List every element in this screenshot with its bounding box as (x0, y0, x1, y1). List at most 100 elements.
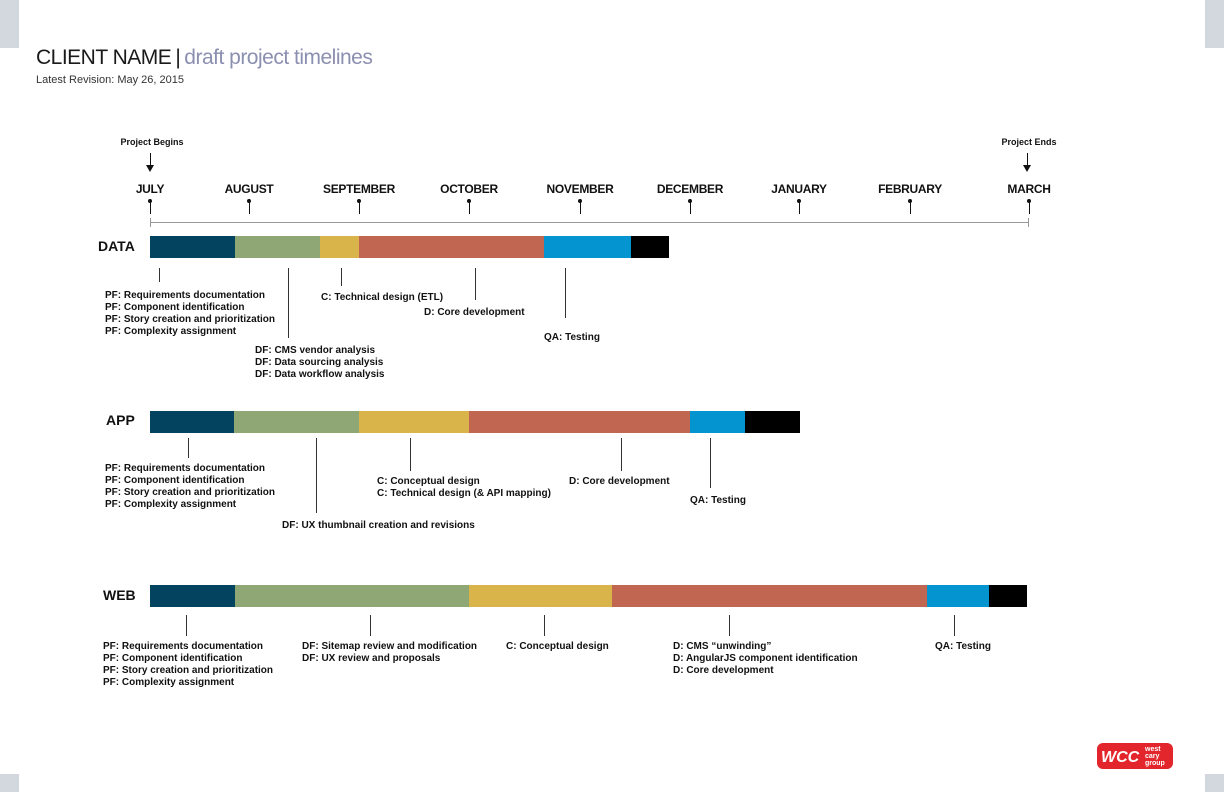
web-bar-end (989, 585, 1027, 607)
month-tick-dot (467, 199, 471, 203)
project-begins-arrow-line (150, 153, 151, 165)
app-note-leader (188, 438, 189, 458)
month-tick (910, 199, 911, 214)
month-tick (580, 199, 581, 214)
app-bar-c (359, 411, 469, 433)
app-note-leader (316, 438, 317, 513)
app-note-leader (410, 438, 411, 471)
note-line: DF: UX thumbnail creation and revisions (282, 520, 475, 531)
client-name: CLIENT NAME (36, 46, 172, 69)
logo-mark: WCC (1101, 749, 1140, 766)
app-note-leader (621, 438, 622, 471)
row-label-app: APP (106, 412, 135, 428)
month-label-september: SEPTEMBER (323, 182, 395, 196)
web-note-leader (544, 615, 545, 636)
note-line: PF: Story creation and prioritization (105, 487, 276, 498)
note-line: PF: Story creation and prioritization (105, 314, 276, 325)
app-note-df: DF: UX thumbnail creation and revisions (282, 520, 475, 532)
web-note-d: D: CMS “unwinding”D: AngularJS component… (673, 641, 858, 677)
note-line: PF: Component identification (105, 302, 245, 313)
corner-mark-top-right (1205, 0, 1224, 48)
data-note-qa: QA: Testing (544, 332, 600, 344)
data-bar-df (235, 236, 320, 258)
note-line: PF: Requirements documentation (105, 290, 266, 301)
note-line: D: Core development (569, 476, 670, 487)
note-line: DF: Data sourcing analysis (255, 357, 384, 368)
web-bar-df (235, 585, 469, 607)
row-label-web: WEB (103, 587, 136, 603)
web-bar-d (612, 585, 927, 607)
month-tick (249, 199, 250, 214)
month-tick (469, 199, 470, 214)
month-label-january: JANUARY (771, 182, 827, 196)
data-note-leader (565, 268, 566, 318)
month-label-december: DECEMBER (656, 182, 724, 196)
web-bar-qa (927, 585, 989, 607)
note-line: D: Core development (673, 665, 774, 676)
timeline-axis-end-cap (1028, 218, 1029, 227)
project-ends-arrow-icon (1023, 165, 1031, 172)
note-line: PF: Complexity assignment (103, 677, 235, 688)
app-bar-pf (150, 411, 234, 433)
note-line: QA: Testing (544, 332, 600, 343)
web-bar-pf (150, 585, 235, 607)
title-subtitle: draft project timelines (184, 46, 373, 69)
note-line: QA: Testing (690, 495, 746, 506)
month-tick-dot (578, 199, 582, 203)
data-note-c: C: Technical design (ETL) (321, 292, 443, 304)
note-line: PF: Complexity assignment (105, 326, 237, 337)
web-note-leader (186, 615, 187, 636)
month-label-november: NOVEMBER (546, 182, 614, 196)
project-ends-label: Project Ends (1001, 137, 1057, 147)
note-line: PF: Component identification (105, 475, 245, 486)
note-line: PF: Requirements documentation (103, 641, 264, 652)
title-separator: | (175, 46, 181, 69)
month-tick-dot (797, 199, 801, 203)
app-bar-d (469, 411, 690, 433)
month-label-july: JULY (135, 182, 165, 196)
note-line: C: Technical design (& API mapping) (377, 488, 551, 499)
note-line: PF: Component identification (103, 653, 243, 664)
note-line: D: Core development (424, 307, 525, 318)
month-tick (799, 199, 800, 214)
data-note-d: D: Core development (424, 307, 525, 319)
row-label-data: DATA (98, 238, 135, 254)
app-note-leader (710, 438, 711, 488)
app-bar-df (234, 411, 359, 433)
note-line: QA: Testing (935, 641, 991, 652)
note-line: DF: Data workflow analysis (255, 369, 385, 380)
web-bar-c (469, 585, 612, 607)
month-tick (150, 199, 151, 214)
note-line: D: AngularJS component identification (673, 653, 858, 664)
month-tick-dot (688, 199, 692, 203)
web-note-c: C: Conceptual design (506, 641, 609, 653)
web-note-leader (729, 615, 730, 636)
west-cary-group-logo: WCC west cary group (1097, 743, 1173, 769)
web-note-qa: QA: Testing (935, 641, 991, 653)
month-label-october: OCTOBER (440, 182, 498, 196)
month-tick (1029, 199, 1030, 214)
note-line: D: CMS “unwinding” (673, 641, 772, 652)
project-begins-arrow-icon (146, 165, 154, 172)
project-ends-arrow-line (1027, 153, 1028, 165)
month-tick-dot (247, 199, 251, 203)
logo-line-3: group (1145, 760, 1165, 767)
logo-line-2: cary (1145, 753, 1160, 760)
month-label-february: FEBRUARY (878, 182, 942, 196)
app-note-d: D: Core development (569, 476, 670, 488)
note-line: C: Conceptual design (506, 641, 609, 652)
note-line: C: Conceptual design (377, 476, 480, 487)
note-line: PF: Story creation and prioritization (103, 665, 274, 676)
month-label-march: MARCH (1007, 182, 1051, 196)
month-tick-dot (357, 199, 361, 203)
data-bar-c (320, 236, 359, 258)
page-title: CLIENT NAME|draft project timelines (36, 46, 373, 70)
revision-date: Latest Revision: May 26, 2015 (36, 74, 184, 86)
project-begins-label: Project Begins (120, 137, 184, 147)
web-note-leader (370, 615, 371, 636)
